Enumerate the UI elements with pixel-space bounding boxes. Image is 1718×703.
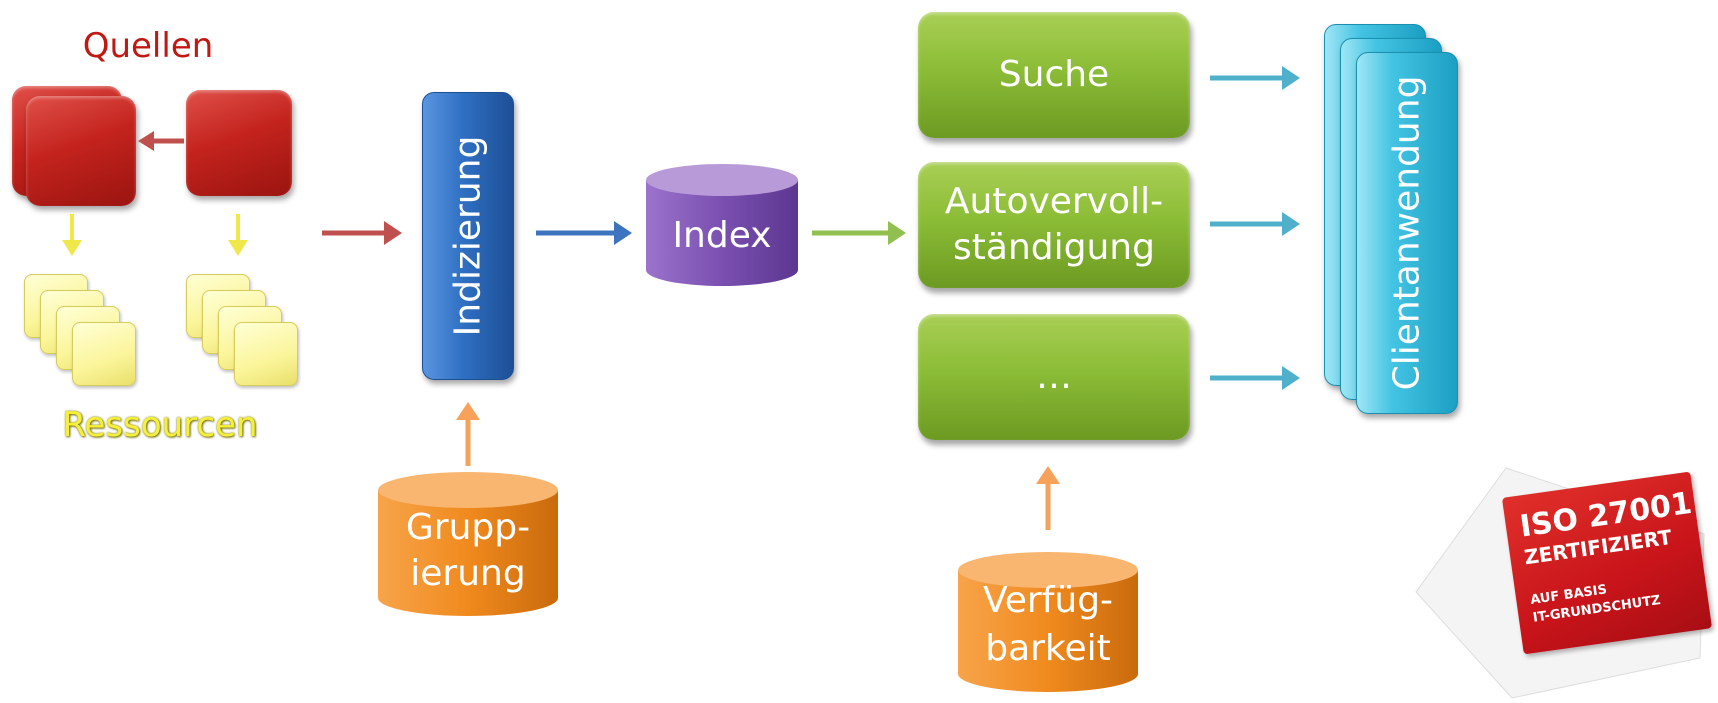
suche-label: Suche xyxy=(998,54,1110,95)
verfueg-line2: barkeit xyxy=(985,628,1111,669)
arrowhead-suche-client xyxy=(1282,66,1300,90)
clientanwendung-label: Clientanwendung xyxy=(1386,75,1428,391)
index-cylinder xyxy=(646,164,798,286)
resource-doc xyxy=(234,322,298,386)
arrowhead-index-to-services xyxy=(888,221,906,245)
weitere-box: … xyxy=(918,314,1190,440)
indizierung-block: Indizierung xyxy=(422,92,514,380)
ressourcen-label: Ressourcen xyxy=(62,405,258,445)
arrowhead-to-indizierung xyxy=(384,221,402,245)
client-card-front: Clientanwendung xyxy=(1356,52,1458,414)
arrowhead-verfueg-up xyxy=(1036,466,1060,484)
index-label: Index xyxy=(672,215,772,256)
arrowhead-to-index xyxy=(614,221,632,245)
gruppierung-cylinder xyxy=(378,402,558,616)
autovervoll-line1: Autovervoll- xyxy=(944,181,1164,222)
autovervollstaendigung-box: Autovervoll- ständigung xyxy=(918,162,1190,288)
verfueg-line1: Verfüg- xyxy=(982,580,1114,621)
res-arrowhead-right xyxy=(228,240,248,256)
verfuegbarkeit-cylinder xyxy=(958,466,1138,692)
source-box-front xyxy=(26,96,136,206)
gruppierung-line2: ierung xyxy=(410,553,526,594)
resource-doc xyxy=(72,322,136,386)
iso-badge: ISO 27001 ZERTIFIZIERT AUF BASIS IT-GRUN… xyxy=(1501,471,1713,655)
autovervoll-line2: ständigung xyxy=(953,227,1155,268)
gruppierung-line1: Grupp- xyxy=(405,507,531,548)
suche-box: Suche xyxy=(918,12,1190,138)
quellen-label: Quellen xyxy=(82,26,214,66)
res-arrowhead-left xyxy=(62,240,82,256)
client-arrows xyxy=(1210,66,1300,390)
stage-arrows xyxy=(536,221,906,245)
source-connectors xyxy=(62,131,402,256)
arrowhead-ellipsis-client xyxy=(1282,366,1300,390)
arrowhead-auto-client xyxy=(1282,212,1300,236)
source-link-arrowhead xyxy=(138,131,154,151)
source-box-right xyxy=(186,90,292,196)
indizierung-label: Indizierung xyxy=(447,135,489,337)
ellipsis-label: … xyxy=(1036,356,1072,397)
arrowhead-gruppierung-up xyxy=(456,402,480,420)
